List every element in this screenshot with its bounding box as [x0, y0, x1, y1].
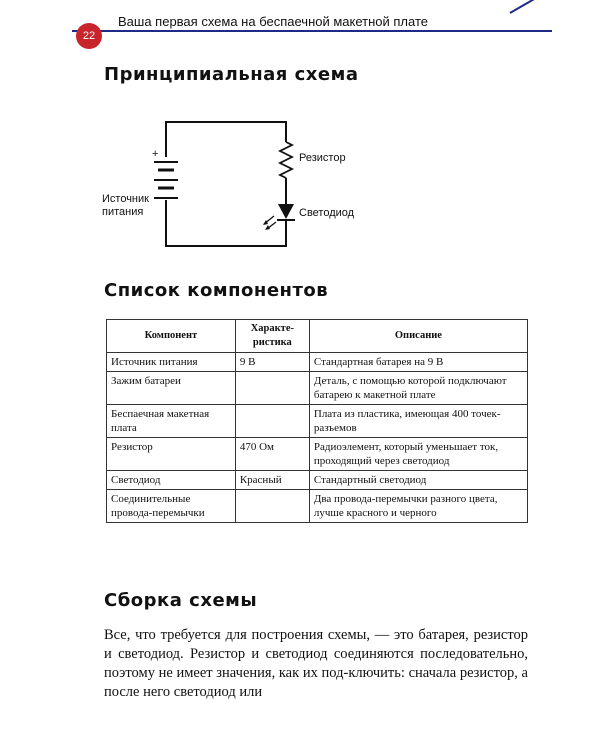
running-header-title: Ваша первая схема на беспаечной макетной…: [118, 14, 428, 29]
cell-component: Источник питания: [106, 352, 236, 372]
battery-plus-sign: +: [152, 148, 158, 160]
battery-label-line2: питания: [102, 206, 143, 218]
wire-left-top: [165, 121, 287, 157]
table-row: Беспаечная макетная плата Плата из пласт…: [106, 404, 529, 438]
header-rule: [72, 30, 552, 32]
cell-description: Деталь, с помощью которой подключают бат…: [308, 371, 529, 405]
page-number: 22: [82, 30, 96, 42]
components-table: Компонент Характе-ристика Описание Источ…: [106, 319, 529, 523]
cell-description: Плата из пластика, имеющая 400 точек-раз…: [308, 404, 529, 438]
table-row: Светодиод Красный Стандартный светодиод: [106, 470, 529, 490]
column-header-description: Описание: [308, 319, 529, 353]
cell-spec: [234, 489, 310, 523]
schematic-heading: Принципиальная схема: [104, 64, 359, 85]
assembly-paragraph: Все, что требуется для построения схемы,…: [104, 627, 528, 700]
cell-description: Стандартная батарея на 9 В: [308, 352, 529, 372]
table-row: Резистор 470 Ом Радиоэлемент, который ум…: [106, 437, 529, 471]
table-row: Зажим батареи Деталь, с помощью которой …: [106, 371, 529, 405]
cell-component: Зажим батареи: [106, 371, 236, 405]
cell-component: Светодиод: [106, 470, 236, 490]
header-rule-corner: [509, 0, 551, 14]
cell-component: Резистор: [106, 437, 236, 471]
page-number-badge: 22: [76, 23, 102, 49]
cell-spec: 9 В: [234, 352, 310, 372]
resistor-symbol: [277, 141, 295, 179]
cell-component: Соединительные провода-перемычки: [106, 489, 236, 523]
cell-spec: Красный: [234, 470, 310, 490]
table-row: Источник питания 9 В Стандартная батарея…: [106, 352, 529, 372]
column-header-component: Компонент: [106, 319, 236, 353]
cell-description: Радиоэлемент, который уменьшает ток, про…: [308, 437, 529, 471]
cell-description: Стандартный светодиод: [308, 470, 529, 490]
column-header-spec-line1: Характе-: [250, 323, 294, 334]
cell-component: Беспаечная макетная плата: [106, 404, 236, 438]
circuit-schematic: + Источник питания Резистор Светодиод: [102, 121, 355, 247]
components-heading: Список компонентов: [104, 280, 329, 301]
assembly-heading: Сборка схемы: [104, 590, 258, 611]
led-symbol: [263, 204, 295, 230]
cell-spec: [234, 404, 310, 438]
cell-spec: 470 Ом: [234, 437, 310, 471]
table-header-row: Компонент Характе-ристика Описание: [106, 319, 529, 353]
cell-description: Два провода-перемычки разного цвета, луч…: [308, 489, 529, 523]
battery-label-line1: Источник: [102, 193, 149, 205]
led-label: Светодиод: [299, 207, 355, 219]
wire-left-bottom: [165, 200, 287, 247]
cell-spec: [234, 371, 310, 405]
column-header-spec-line2: ристика: [252, 337, 292, 348]
resistor-label: Резистор: [299, 152, 346, 164]
battery-symbol: [154, 161, 178, 199]
table-row: Соединительные провода-перемычки Два про…: [106, 489, 529, 523]
column-header-spec: Характе-ристика: [234, 319, 310, 353]
